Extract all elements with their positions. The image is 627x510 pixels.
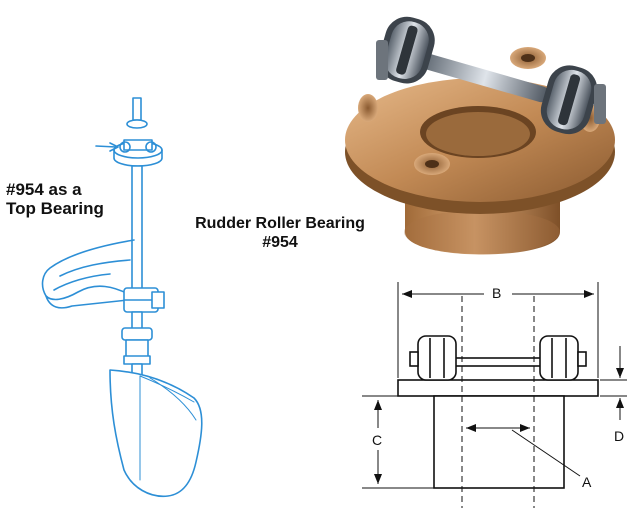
roller-bearing-caption: Rudder Roller Bearing #954: [180, 214, 380, 252]
top-bearing-caption: #954 as a Top Bearing: [6, 180, 136, 218]
rudder-sketch: [41, 97, 203, 497]
dimension-label-a: A: [582, 474, 592, 490]
roller-bearing-photo: [345, 16, 615, 255]
dimension-label-d: D: [614, 428, 625, 444]
flange-outline: [397, 379, 599, 397]
dimension-drawing: [362, 282, 627, 508]
top-bearing-line2: Top Bearing: [6, 199, 104, 218]
roller-caption-line2: #954: [262, 234, 298, 251]
dimension-label-b: B: [492, 285, 502, 301]
roller-caption-line1: Rudder Roller Bearing: [195, 215, 365, 232]
dimension-label-c: C: [372, 432, 383, 448]
sleeve-outline: [433, 395, 565, 489]
top-bearing-line1: #954 as a: [6, 180, 82, 199]
